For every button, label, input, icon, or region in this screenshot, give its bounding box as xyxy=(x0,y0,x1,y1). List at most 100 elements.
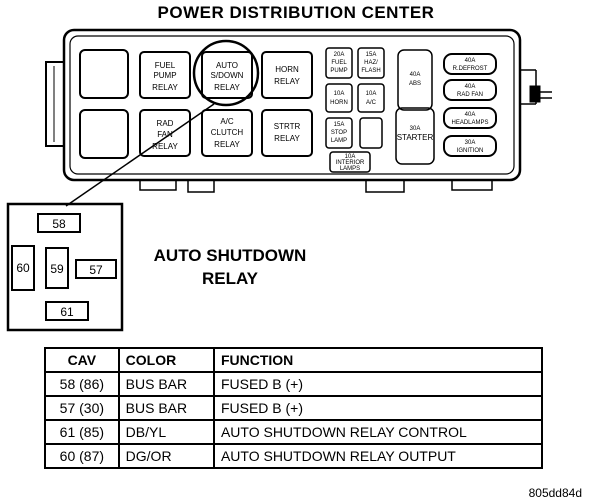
relay-label-line: CLUTCH xyxy=(211,128,244,137)
fuse-label-line: 15A xyxy=(366,52,377,58)
table-row: 60 (87) DG/OR AUTO SHUTDOWN RELAY OUTPUT xyxy=(44,443,544,469)
fuse-haz-flash: 15A HAZ/ FLASH xyxy=(357,47,385,79)
cell-color: DG/OR xyxy=(117,443,215,469)
relay-caption-line: RELAY xyxy=(201,269,259,288)
relay-label-line: RELAY xyxy=(274,77,300,86)
relay-label-line: AUTO xyxy=(216,61,238,70)
cell-function: AUTO SHUTDOWN RELAY OUTPUT xyxy=(212,443,544,469)
column-header-cav: CAV xyxy=(44,347,120,373)
fuse-label-line: FLASH xyxy=(361,68,380,74)
cell-function: FUSED B (+) xyxy=(212,371,544,397)
relay-caption: AUTO SHUTDOWN RELAY xyxy=(140,244,320,290)
maxi-fuse-label-line: 30A xyxy=(465,140,476,146)
fuse-label-line: 10A xyxy=(334,91,345,97)
fuse-interior-lamps: 10A INTERIOR LAMPS xyxy=(329,151,371,173)
relay-label-line: FAN xyxy=(157,130,173,139)
pin-59 xyxy=(45,247,69,289)
maxi-fuse-label-line: R.DEFROST xyxy=(453,66,488,72)
relay-fuel-pump: FUEL PUMP RELAY xyxy=(139,51,191,99)
fuse-label-line: HAZ/ xyxy=(364,60,378,66)
fuse-stop-lamp: 15A STOP LAMP xyxy=(325,117,353,149)
relay-starter: STRTR RELAY xyxy=(261,109,313,157)
relay-label-line: RELAY xyxy=(214,83,240,92)
fuse-label-line: 15A xyxy=(334,122,345,128)
maxi-fuse-label-line: 40A xyxy=(465,58,476,64)
cell-cav: 57 (30) xyxy=(44,395,120,421)
fuse-abs: 40A ABS xyxy=(397,49,433,111)
relay-caption-line: AUTO SHUTDOWN xyxy=(153,246,307,265)
cell-function: AUTO SHUTDOWN RELAY CONTROL xyxy=(212,419,544,445)
relay-label-line: STRTR xyxy=(274,122,301,131)
cell-function: FUSED B (+) xyxy=(212,395,544,421)
maxi-fuse-label-line: HEADLAMPS xyxy=(451,120,488,126)
fuse-label-line: HORN xyxy=(330,100,348,106)
table-row: 61 (85) DB/YL AUTO SHUTDOWN RELAY CONTRO… xyxy=(44,419,544,445)
pin-58-label: 58 xyxy=(52,217,66,231)
maxi-fuse-headlamps: 40A HEADLAMPS xyxy=(443,107,497,129)
fuse-label-line: INTERIOR xyxy=(336,160,365,166)
maxi-fuse-label-line: RAD FAN xyxy=(457,92,483,98)
pin-61-label: 61 xyxy=(60,305,74,319)
table-row: 58 (86) BUS BAR FUSED B (+) xyxy=(44,371,544,397)
cell-color: DB/YL xyxy=(117,419,215,445)
relay-label-line: A/C xyxy=(220,117,234,126)
maxi-fuse-ignition: 30A IGNITION xyxy=(443,135,497,157)
empty-cavity-top xyxy=(79,49,129,99)
pin-60-label: 60 xyxy=(16,261,30,275)
relay-auto-shutdown: AUTO S/DOWN RELAY xyxy=(201,51,253,99)
relay-horn: HORN RELAY xyxy=(261,51,313,99)
diagram-title: POWER DISTRIBUTION CENTER xyxy=(157,3,435,22)
relay-label-line: FUEL xyxy=(155,61,176,70)
empty-cavity-bottom xyxy=(79,109,129,159)
relay-pinout-detail: 58 60 59 57 61 xyxy=(6,202,124,332)
maxi-fuse-defrost: 40A R.DEFROST xyxy=(443,53,497,75)
column-header-function: FUNCTION xyxy=(212,347,544,373)
relay-callout-leader xyxy=(65,103,215,207)
relay-label-line: RELAY xyxy=(152,83,178,92)
fuse-fuel-pump: 20A FUEL PUMP xyxy=(325,47,353,79)
pdc-housing xyxy=(45,28,552,193)
fuse-label-line: STARTER xyxy=(397,133,434,142)
figure-id: 805dd84d xyxy=(528,486,582,500)
fuse-label-line: 10A xyxy=(366,91,377,97)
relay-label-line: S/DOWN xyxy=(211,71,244,80)
pin-59-label: 59 xyxy=(50,262,64,276)
fuse-label-line: 20A xyxy=(334,52,345,58)
column-header-color: COLOR xyxy=(117,347,215,373)
pin-60 xyxy=(11,245,35,291)
asd-relay-highlight-circle xyxy=(192,39,260,107)
cell-color: BUS BAR xyxy=(117,371,215,397)
cell-cav: 58 (86) xyxy=(44,371,120,397)
relay-label-line: RELAY xyxy=(214,140,240,149)
fuse-label-line: 30A xyxy=(410,126,421,132)
cell-cav: 60 (87) xyxy=(44,443,120,469)
fuse-label-line: PUMP xyxy=(330,68,347,74)
maxi-fuse-rad-fan: 40A RAD FAN xyxy=(443,79,497,101)
fuse-label-line: 40A xyxy=(410,72,421,78)
cell-cav: 61 (85) xyxy=(44,419,120,445)
fuse-horn: 10A HORN xyxy=(325,83,353,113)
table-header-row: CAV COLOR FUNCTION xyxy=(44,347,544,373)
fuse-label-line: ABS xyxy=(409,81,421,87)
maxi-fuse-label-line: IGNITION xyxy=(457,148,484,154)
pin-57 xyxy=(75,259,117,279)
fuse-label-line: LAMPS xyxy=(340,166,360,172)
pin-58 xyxy=(37,213,81,233)
fuse-label-line: 10A xyxy=(345,154,356,160)
fuse-label-line: STOP xyxy=(331,130,347,136)
relay-ac-clutch: A/C CLUTCH RELAY xyxy=(201,109,253,157)
fuse-ac: 10A A/C xyxy=(357,83,385,113)
table-row: 57 (30) BUS BAR FUSED B (+) xyxy=(44,395,544,421)
relay-label-line: HORN xyxy=(275,65,299,74)
fuse-blank-cavity xyxy=(359,117,383,149)
cavity-table: CAV COLOR FUNCTION 58 (86) BUS BAR FUSED… xyxy=(44,347,544,469)
maxi-fuse-label-line: 40A xyxy=(465,112,476,118)
fuse-label-line: LAMP xyxy=(331,138,347,144)
relay-label-line: RAD xyxy=(157,119,174,128)
fuse-label-line: A/C xyxy=(366,100,377,106)
relay-label-line: PUMP xyxy=(153,71,176,80)
relay-label-line: RELAY xyxy=(274,134,300,143)
fuse-starter: 30A STARTER xyxy=(395,107,435,165)
pin-57-label: 57 xyxy=(89,263,103,277)
